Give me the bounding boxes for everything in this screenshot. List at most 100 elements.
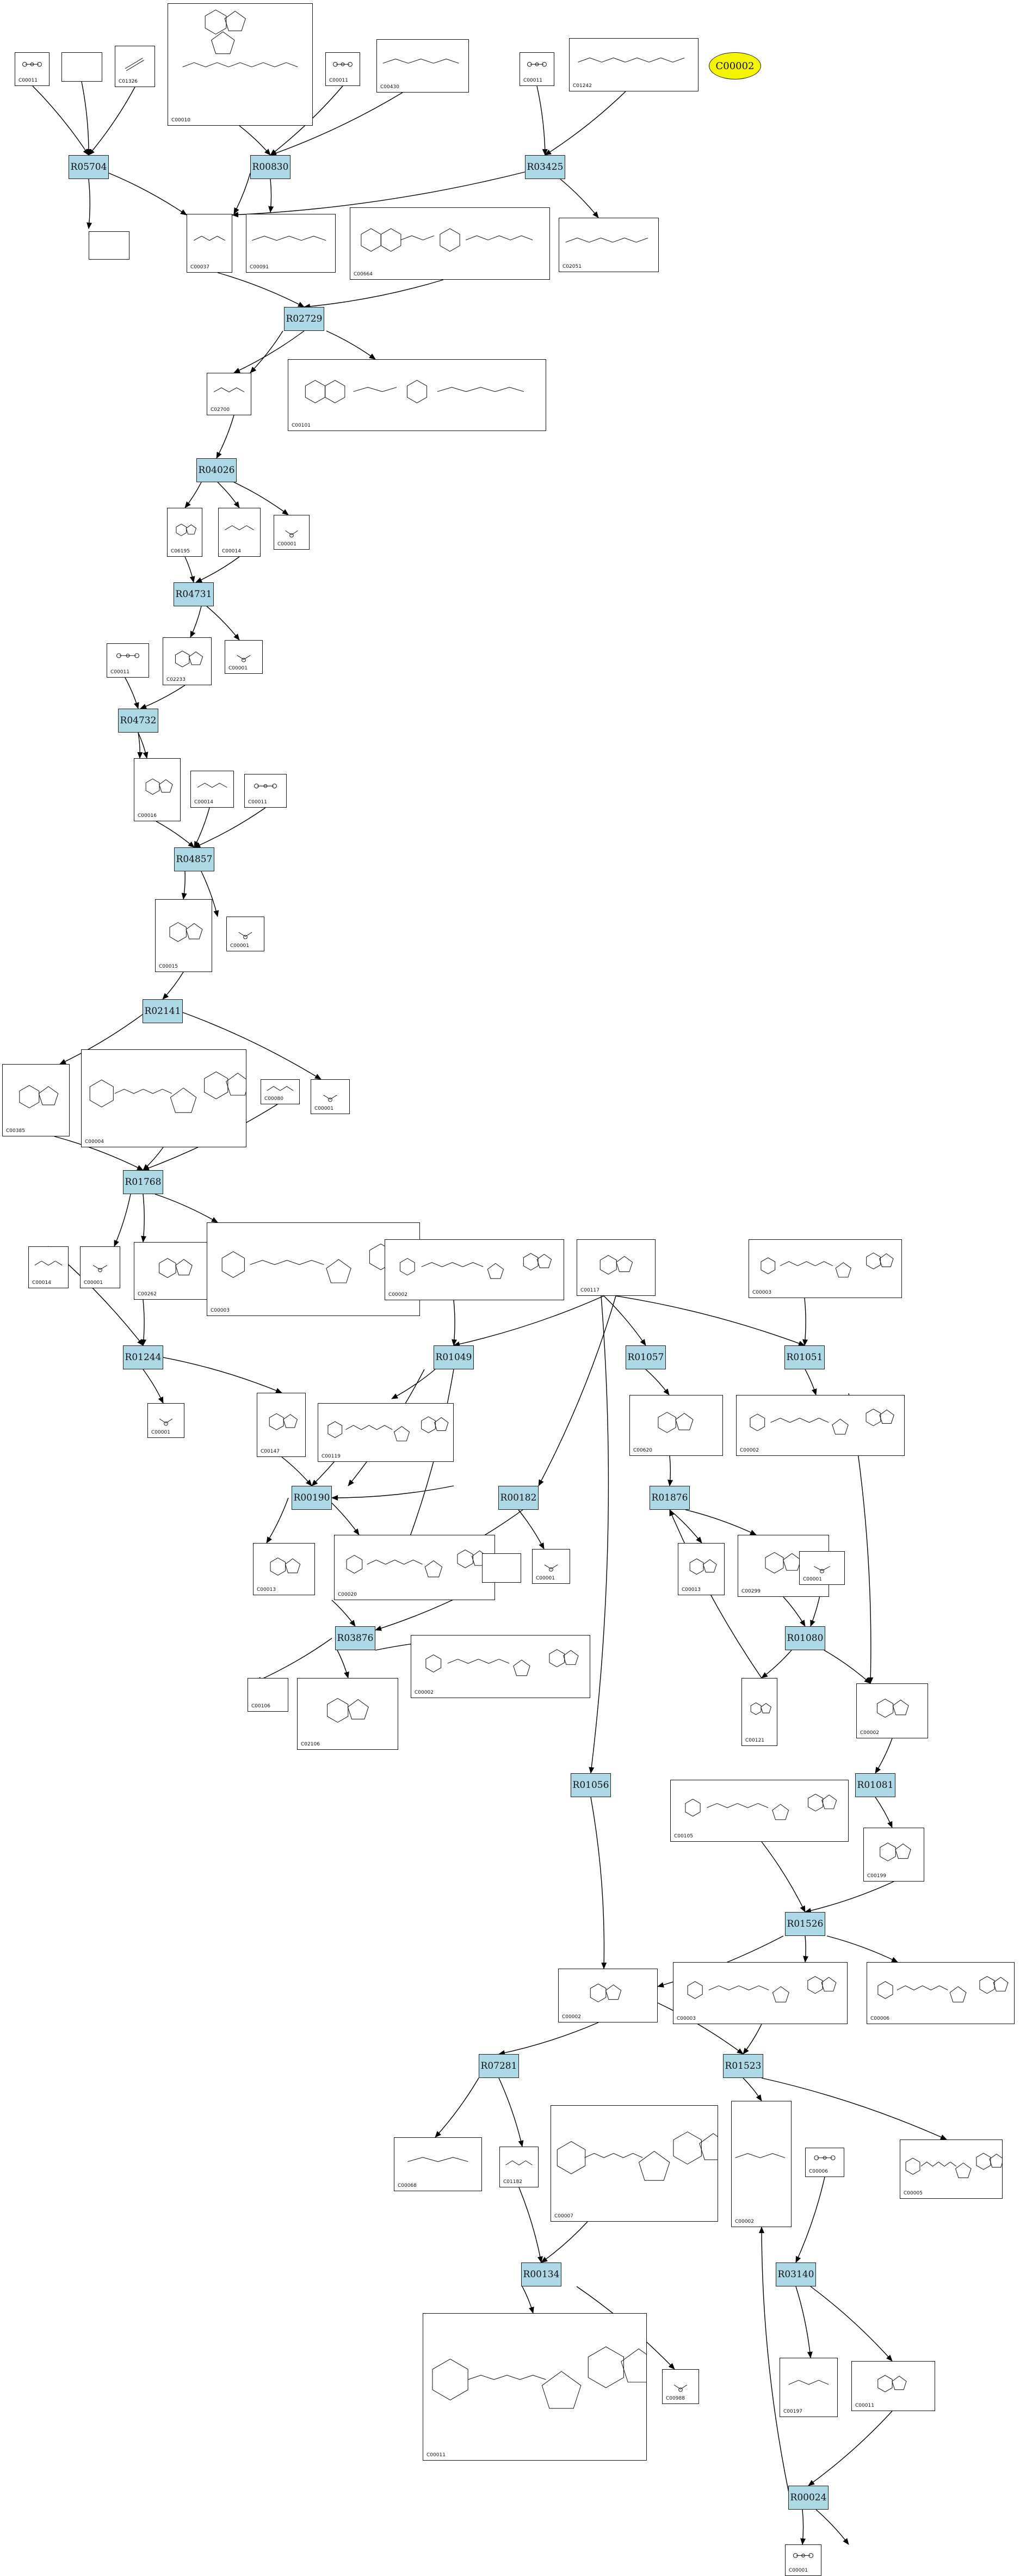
compound-node[interactable]: C00003 [749, 1239, 902, 1298]
reaction-node-r04732[interactable]: R04732 [118, 709, 158, 733]
compound-node[interactable]: C02233 [163, 637, 212, 685]
compound-node[interactable]: C00001 [226, 917, 264, 951]
reaction-node-r01768[interactable]: R01768 [123, 1170, 163, 1194]
compound-node[interactable]: C00002 [385, 1239, 564, 1300]
compound-node[interactable]: C00016 [134, 758, 181, 821]
compound-node[interactable]: C00013 [678, 1543, 725, 1595]
compound-node[interactable]: C00006 [805, 2148, 844, 2177]
compound-node[interactable]: C00105 [670, 1780, 849, 1842]
reaction-node-r01057[interactable]: R01057 [626, 1345, 666, 1369]
compound-node[interactable]: C00119 [318, 1403, 454, 1462]
reaction-node-r07281[interactable]: R07281 [479, 2054, 519, 2078]
compound-node[interactable]: C00010 [168, 3, 313, 126]
compound-node[interactable]: C00988 [662, 2369, 699, 2404]
compound-node[interactable]: C00014 [190, 771, 234, 808]
compound-node[interactable]: C00003 [673, 1962, 848, 2024]
compound-node[interactable]: C00006 [867, 1962, 1015, 2024]
compound-node[interactable]: C00068 [394, 2137, 482, 2191]
reaction-node-r00830[interactable]: R00830 [250, 155, 290, 179]
compound-node[interactable] [89, 231, 129, 260]
compound-node[interactable]: C00147 [257, 1393, 306, 1457]
reaction-node-r02729[interactable]: R02729 [284, 307, 324, 331]
compound-node[interactable]: C00014 [218, 508, 261, 557]
compound-node[interactable]: C00117 [577, 1239, 656, 1296]
compound-node[interactable]: C00262 [134, 1242, 218, 1300]
compound-node[interactable]: C00037 [187, 214, 232, 273]
reaction-edge [805, 1881, 894, 1914]
reaction-node-r04857[interactable]: R04857 [174, 847, 214, 871]
compound-node[interactable]: C00011 [325, 52, 360, 86]
compound-node[interactable]: C00001 [225, 640, 263, 674]
compound-node[interactable]: C00620 [629, 1395, 723, 1456]
compound-node[interactable]: C00015 [155, 899, 212, 972]
reaction-node-r01051[interactable]: R01051 [784, 1345, 825, 1369]
compound-node[interactable]: C02106 [297, 1678, 398, 1750]
compound-node[interactable]: C01182 [499, 2147, 539, 2187]
reaction-node-r01080[interactable]: R01080 [785, 1626, 825, 1650]
compound-node[interactable]: C01326 [115, 46, 155, 87]
compound-node[interactable]: C00003 [207, 1222, 420, 1316]
compound-node[interactable]: C00664 [350, 207, 550, 280]
reaction-node-r00190[interactable]: R00190 [292, 1486, 332, 1510]
reaction-node-r03425[interactable]: R03425 [525, 155, 565, 179]
compound-node[interactable]: C00011 [107, 643, 149, 678]
compound-node[interactable]: C00001 [80, 1246, 120, 1288]
reaction-node-r01056[interactable]: R01056 [571, 1773, 611, 1797]
reaction-node-r03876[interactable]: R03876 [335, 1626, 375, 1650]
reaction-node-r03140[interactable]: R03140 [776, 2263, 816, 2286]
compound-node[interactable]: C00106 [248, 1678, 288, 1712]
compound-node[interactable]: C00101 [288, 359, 546, 431]
compound-node[interactable]: C00011 [520, 52, 554, 86]
compound-id: C00003 [211, 1308, 230, 1313]
compound-node[interactable]: C00001 [532, 1549, 570, 1584]
reaction-node-r00134[interactable]: R00134 [521, 2263, 561, 2286]
compound-node[interactable]: C00001 [785, 2544, 821, 2576]
compound-node[interactable]: C02700 [207, 373, 251, 415]
compound-node[interactable]: C01242 [569, 38, 698, 91]
compound-node[interactable]: C00011 [244, 774, 287, 808]
compound-node[interactable]: C00002 [731, 2101, 792, 2227]
reaction-node-r05704[interactable]: R05704 [69, 155, 109, 179]
reaction-node-r01049[interactable]: R01049 [434, 1345, 474, 1369]
compound-node[interactable]: C00014 [28, 1246, 69, 1288]
target-compound[interactable]: C00002 [709, 52, 761, 79]
reaction-node-r00024[interactable]: R00024 [788, 2486, 829, 2510]
compound-node[interactable]: C00001 [147, 1403, 184, 1438]
compound-node[interactable]: C00007 [551, 2105, 718, 2222]
compound-node[interactable]: C00121 [741, 1678, 777, 1746]
reaction-node-r02141[interactable]: R02141 [143, 999, 183, 1023]
compound-node[interactable]: C06195 [167, 508, 202, 557]
compound-node[interactable]: C00002 [736, 1395, 905, 1456]
compound-node[interactable]: C00011 [15, 52, 50, 86]
compound-node[interactable]: C00011 [423, 2313, 647, 2461]
compound-node[interactable]: C00002 [411, 1635, 590, 1698]
reaction-node-r01244[interactable]: R01244 [123, 1345, 163, 1369]
compound-node[interactable]: C00005 [900, 2140, 1003, 2199]
compound-node[interactable]: C00020 [334, 1535, 495, 1600]
compound-node[interactable]: C00013 [253, 1543, 315, 1595]
compound-node[interactable]: C00011 [851, 2361, 935, 2411]
compound-node[interactable]: C00001 [799, 1551, 845, 1585]
compound-node[interactable]: C00430 [376, 39, 469, 93]
compound-node[interactable]: C00002 [558, 1969, 658, 2022]
compound-node[interactable]: C00001 [311, 1079, 350, 1114]
compound-node[interactable] [482, 1553, 521, 1583]
compound-node[interactable]: C00197 [780, 2358, 838, 2417]
reaction-node-r01526[interactable]: R01526 [785, 1912, 825, 1936]
compound-node[interactable]: C00002 [856, 1683, 928, 1738]
compound-node[interactable]: C00001 [274, 515, 310, 550]
reaction-node-r01081[interactable]: R01081 [855, 1773, 895, 1797]
compound-node[interactable]: C00091 [246, 214, 336, 273]
compound-node[interactable]: C00385 [2, 1064, 70, 1136]
compound-node[interactable]: C02051 [559, 218, 659, 272]
reaction-node-r04026[interactable]: R04026 [196, 458, 237, 482]
compound-node[interactable]: C00004 [81, 1049, 246, 1147]
compound-node[interactable]: C00080 [261, 1079, 300, 1104]
structure-drawing [432, 2346, 646, 2409]
reaction-node-r01876[interactable]: R01876 [650, 1486, 690, 1510]
reaction-node-r04731[interactable]: R04731 [174, 582, 214, 606]
compound-node[interactable]: C00199 [863, 1828, 924, 1882]
compound-node[interactable] [61, 52, 102, 82]
reaction-node-r00182[interactable]: R00182 [498, 1486, 539, 1510]
reaction-node-r01523[interactable]: R01523 [723, 2054, 763, 2078]
